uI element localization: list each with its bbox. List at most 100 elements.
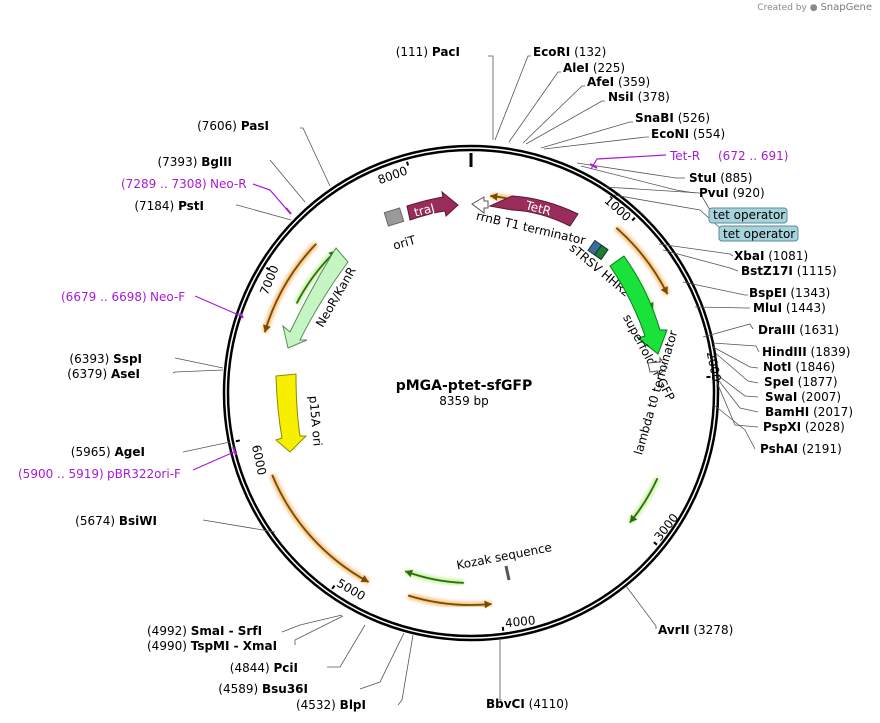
enzyme-afei[interactable]: AfeI (359) xyxy=(587,75,650,89)
enzyme-agei[interactable]: (5965) AgeI xyxy=(71,445,145,459)
enzyme-pvui[interactable]: PvuI (920) xyxy=(699,186,765,200)
lambda-terminator-arrow[interactable] xyxy=(647,356,668,377)
primer-marks xyxy=(232,163,598,456)
enzyme-pcii[interactable]: (4844) PciI xyxy=(230,661,298,675)
enzyme-draiii[interactable]: DraIII (1631) xyxy=(758,323,839,337)
enzyme-name: StuI xyxy=(689,171,716,185)
enzyme-position: (7184) xyxy=(134,199,174,213)
sTRSV-feature[interactable] xyxy=(587,239,609,261)
svg-text:SpeI (1877): SpeI (1877) xyxy=(764,375,838,389)
tick-mark xyxy=(501,626,505,631)
enzyme-name: EcoNI xyxy=(651,127,689,141)
traJ-label: traJ xyxy=(413,201,436,220)
enzyme-position: (132) xyxy=(574,45,606,59)
svg-text:SnaBI (526): SnaBI (526) xyxy=(635,111,710,125)
p15a-ori-feature[interactable] xyxy=(275,373,308,453)
snapgene-logo-icon: ● xyxy=(809,3,818,13)
enzyme-noti[interactable]: NotI (1846) xyxy=(763,360,835,374)
enzyme-name: TspMI xyxy=(191,639,230,653)
backbone xyxy=(222,144,720,642)
svg-text:XbaI (1081): XbaI (1081) xyxy=(734,249,808,263)
enzyme-bstz17i[interactable]: BstZ17I (1115) xyxy=(741,264,837,278)
enzyme-position: (359) xyxy=(618,75,650,89)
primer-pbr-range: (5900 .. 5919) xyxy=(18,467,104,481)
enzyme-asei[interactable]: (6379) AseI xyxy=(67,367,140,381)
svg-text:(4844) PciI: (4844) PciI xyxy=(230,661,298,675)
p15a-label: p15A ori xyxy=(306,395,324,447)
svg-text:(6379) AseI: (6379) AseI xyxy=(67,367,140,381)
enzyme-nsii[interactable]: NsiI (378) xyxy=(608,90,670,104)
enzyme-blpi[interactable]: (4532) BlpI xyxy=(296,698,366,712)
enzyme-bsu36i[interactable]: (4589) Bsu36I xyxy=(218,682,308,696)
enzyme-pshai[interactable]: PshAI (2191) xyxy=(760,442,842,456)
rrnB-terminator-arrow[interactable] xyxy=(471,196,489,214)
svg-text:(4992) SmaI - SrfI: (4992) SmaI - SrfI xyxy=(147,624,262,638)
enzyme-position: (111) xyxy=(396,45,428,59)
oriT-feature[interactable] xyxy=(383,207,405,227)
svg-text:BamHI (2017): BamHI (2017) xyxy=(765,405,853,419)
enzyme-position: (2017) xyxy=(813,405,853,419)
enzyme-sspi[interactable]: (6393) SspI xyxy=(69,352,142,366)
enzyme-name: BstZ17I xyxy=(741,264,793,278)
orf-arc[interactable] xyxy=(263,243,317,333)
enzyme-ecori[interactable]: EcoRI (132) xyxy=(533,45,606,59)
kozak-feature[interactable] xyxy=(504,565,511,581)
enzyme-position: (4990) xyxy=(147,639,187,653)
enzyme-paci[interactable]: (111) PacI xyxy=(396,45,460,59)
enzyme-avrii[interactable]: AvrII (3278) xyxy=(658,623,733,637)
orf-arrowhead xyxy=(405,569,414,578)
enzyme-name: HindIII xyxy=(762,345,807,359)
svg-text:EcoNI (554): EcoNI (554) xyxy=(651,127,725,141)
tick-marks xyxy=(235,153,711,631)
primer-pbr-name[interactable]: pBR322ori-F xyxy=(107,467,181,481)
enzyme-name: SpeI xyxy=(764,375,794,389)
enzyme-name: AgeI xyxy=(115,445,145,459)
enzyme-tspmi[interactable]: (4990) TspMI - XmaI xyxy=(147,639,277,653)
enzyme-bsiwi[interactable]: (5674) BsiWI xyxy=(75,514,157,528)
enzyme-econi[interactable]: EcoNI (554) xyxy=(651,127,725,141)
enzyme-pspxi[interactable]: PspXI (2028) xyxy=(763,420,845,434)
sfGFP-feature[interactable] xyxy=(609,255,668,355)
enzyme-snabi[interactable]: SnaBI (526) xyxy=(635,111,710,125)
tick-mark xyxy=(653,541,658,546)
primer-tetR-name[interactable]: Tet-R xyxy=(669,149,700,163)
enzyme-alei[interactable]: AleI (225) xyxy=(563,61,625,75)
tetR-feature[interactable] xyxy=(488,195,579,227)
enzyme-smai[interactable]: (4992) SmaI - SrfI xyxy=(147,624,262,638)
enzyme-hindiii[interactable]: HindIII (1839) xyxy=(762,345,850,359)
enzyme-bglii[interactable]: (7393) BglII xyxy=(157,155,232,169)
enzyme-psti[interactable]: (7184) PstI xyxy=(134,199,204,213)
svg-text:BstZ17I (1115): BstZ17I (1115) xyxy=(741,264,837,278)
svg-text:(5965) AgeI: (5965) AgeI xyxy=(71,445,145,459)
enzyme-stui[interactable]: StuI (885) xyxy=(689,171,753,185)
svg-text:EcoRI (132): EcoRI (132) xyxy=(533,45,606,59)
enzyme-name: BglII xyxy=(201,155,232,169)
enzyme-position: (3278) xyxy=(693,623,733,637)
primer-neoF-name[interactable]: Neo-F xyxy=(150,290,185,304)
primer-leader-lines xyxy=(192,154,667,471)
enzyme-bspei[interactable]: BspEI (1343) xyxy=(749,286,830,300)
enzyme-extra: - XmaI xyxy=(229,639,277,653)
neoR-feature[interactable] xyxy=(282,247,349,349)
traJ-feature[interactable] xyxy=(406,190,459,221)
tet-operator-1-label: tet operator xyxy=(713,208,785,222)
orf-arc[interactable] xyxy=(271,474,370,583)
primer-tetR-range: (672 .. 691) xyxy=(718,149,788,163)
svg-text:PvuI (920): PvuI (920) xyxy=(699,186,765,200)
enzyme-bbvci[interactable]: BbvCI (4110) xyxy=(486,697,569,711)
svg-text:MluI (1443): MluI (1443) xyxy=(753,301,826,315)
enzyme-mlui[interactable]: MluI (1443) xyxy=(753,301,826,315)
enzyme-pasi[interactable]: (7606) PasI xyxy=(197,119,269,133)
primer-neoR-name[interactable]: Neo-R xyxy=(210,177,247,191)
enzyme-spei[interactable]: SpeI (1877) xyxy=(764,375,838,389)
enzyme-xbai[interactable]: XbaI (1081) xyxy=(734,249,808,263)
tet-operator-2[interactable]: tet operator xyxy=(718,225,799,242)
enzyme-swai[interactable]: SwaI (2007) xyxy=(765,390,841,404)
enzyme-position: (6379) xyxy=(67,367,107,381)
tet-operator-1[interactable]: tet operator xyxy=(708,207,788,224)
enzyme-position: (2191) xyxy=(802,442,842,456)
enzyme-bamhi[interactable]: BamHI (2017) xyxy=(765,405,853,419)
tick-mark xyxy=(235,439,241,443)
orf-halo xyxy=(269,473,371,585)
primer-labels: Tet-R (672 .. 691) (7289 .. 7308) Neo-R … xyxy=(18,149,788,481)
